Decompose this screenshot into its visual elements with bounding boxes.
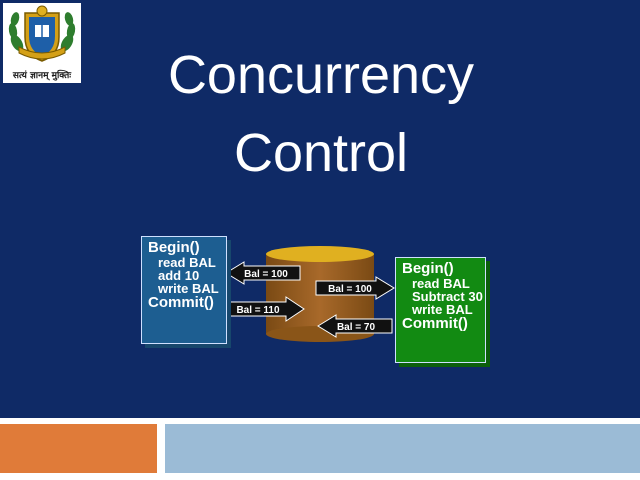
right-line-commit: Commit() [402, 315, 468, 332]
right-line-write: write BAL [412, 302, 473, 317]
arrow-write-left-label: Bal = 110 [236, 305, 280, 316]
right-line-begin: Begin() [402, 260, 454, 277]
right-line-read: read BAL [412, 276, 470, 291]
left-line-commit: Commit() [148, 294, 214, 311]
arrow-write-right-label: Bal = 70 [337, 322, 376, 333]
arrow-write-right: Bal = 70 [317, 314, 393, 338]
footer-accent-blue [165, 424, 640, 473]
arrow-write-left: Bal = 110 [227, 296, 305, 322]
slide-canvas: सत्यं ज्ञानम् मुक्तिः Concurrency Contro… [0, 0, 640, 418]
arrow-read-left-label: Bal = 100 [244, 269, 288, 280]
left-line-add: add 10 [158, 268, 200, 283]
right-line-subtract: Subtract 30 [412, 289, 483, 304]
crest-icon [8, 5, 76, 62]
left-line-read: read BAL [158, 255, 216, 270]
logo-motto: सत्यं ज्ञानम् मुक्तिः [12, 71, 72, 81]
left-line-write: write BAL [158, 281, 219, 296]
arrow-read-right: Bal = 100 [315, 276, 395, 300]
footer-accent-orange [0, 424, 157, 473]
university-logo: सत्यं ज्ञानम् मुक्तिः [3, 3, 81, 83]
concurrency-diagram: Bal = 100 Bal = 100 Bal = 110 Bal = 70 [225, 246, 395, 342]
left-line-begin: Begin() [148, 239, 200, 256]
arrow-read-right-label: Bal = 100 [328, 284, 372, 295]
arrow-read-left: Bal = 100 [225, 261, 301, 285]
slide-title-line-2: Control [233, 123, 409, 183]
slide-title-line-1: Concurrency [167, 45, 475, 105]
